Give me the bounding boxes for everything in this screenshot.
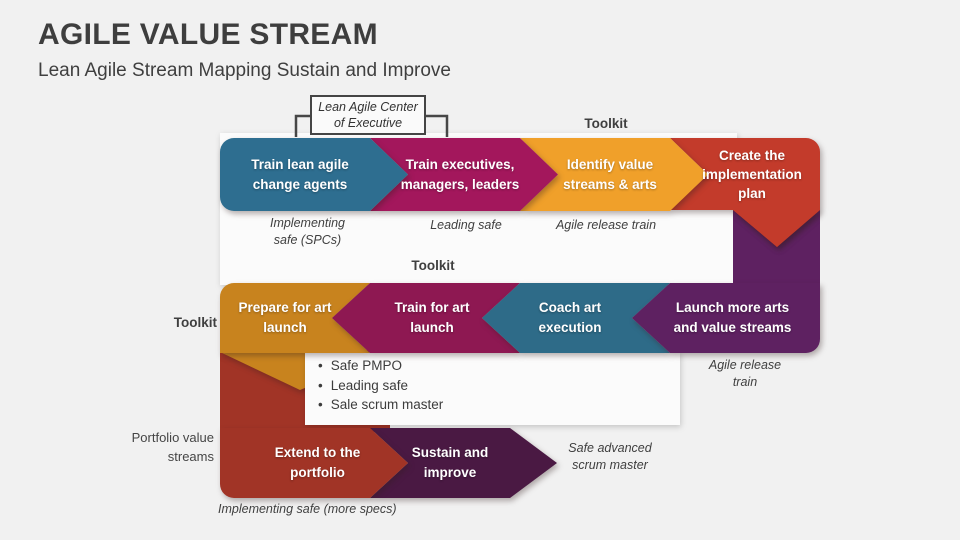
row2-step4-label: Launch more arts and value streams <box>673 300 792 335</box>
row2-step1-label: Prepare for art launch <box>238 300 332 335</box>
callout-label: Lean Agile Center of Executive <box>318 100 418 130</box>
bullet-item: Leading safe <box>318 376 443 396</box>
chevron-row1-step4 <box>670 138 820 247</box>
callout-connector-lines <box>294 114 449 137</box>
chevron-row2-step4 <box>632 283 820 353</box>
row2-caption-right: Agile release train <box>708 358 782 389</box>
bullet-item: Safe PMPO <box>318 356 443 376</box>
page-subtitle: Lean Agile Stream Mapping Sustain and Im… <box>38 60 451 81</box>
row3-step2-label: Sustain and improve <box>411 445 489 480</box>
callout-box: Lean Agile Center of Executive <box>310 95 426 135</box>
row2-step2-label: Train for art launch <box>394 300 470 335</box>
bullet-item: Sale scrum master <box>318 395 444 415</box>
row1-step3-label: Identify value streams & arts <box>563 156 657 192</box>
row1-caption-3: Agile release train <box>555 218 657 232</box>
portfolio-value-streams-label: Portfolio value streams <box>131 430 214 464</box>
chevron-row2-step1 <box>220 283 370 353</box>
toolkit-label-top: Toolkit <box>584 116 628 131</box>
row3-caption-right: Safe advanced scrum master <box>568 441 652 472</box>
row1-step4-label: Create the implementation plan <box>702 148 802 201</box>
chevron-row2-step2 <box>332 283 520 353</box>
toolkit-label-left: Toolkit <box>173 315 217 330</box>
chevron-row3-step1 <box>220 428 408 498</box>
toolkit-label-middle: Toolkit <box>411 258 455 273</box>
chevron-row1-step3 <box>520 138 708 211</box>
toolkit-bullet-list: Safe PMPO Leading safe Sale scrum master <box>318 356 444 415</box>
row3-step1-label: Extend to the portfolio <box>274 445 361 480</box>
chevron-row1-step1 <box>220 138 408 211</box>
row2-step3-label: Coach art execution <box>538 300 602 335</box>
row3-caption-bottom: Implementing safe (more specs) <box>218 502 397 516</box>
chevron-row1-step2 <box>370 138 558 211</box>
row1-step1-label: Train lean agile change agents <box>251 156 349 192</box>
page-title: AGILE VALUE STREAM <box>38 18 378 51</box>
chevron-row2-step3 <box>482 283 670 353</box>
row1-step2-label: Train executives, managers, leaders <box>400 156 520 192</box>
row1-caption-1: Implementing safe (SPCs) <box>269 216 346 247</box>
chevron-row3-step2 <box>370 428 557 498</box>
row1-caption-2: Leading safe <box>430 218 502 232</box>
